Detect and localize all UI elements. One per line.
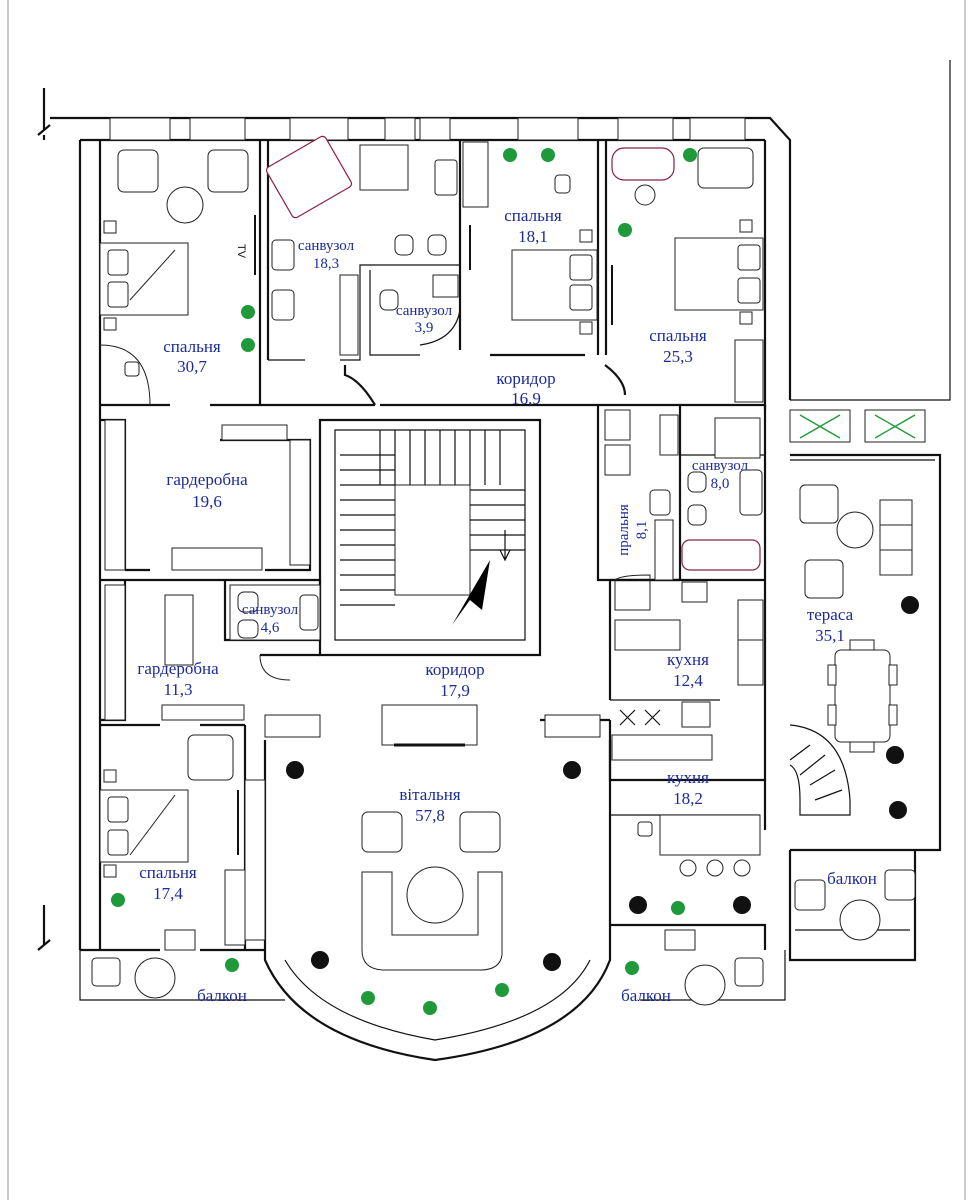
room-name-bathroom-2: санвузол [396,303,453,319]
room-name-wardrobe-2: гардеробна [137,659,219,678]
plant-icon [625,961,639,975]
room-area-kitchen-1: 12,4 [673,671,703,690]
room-area-bathroom-4: 4,6 [261,620,280,636]
terrace-area [788,60,951,962]
balcony-label-left: балкон [197,986,247,1005]
balcony-label-right: балкон [621,986,671,1005]
room-area-bathroom-2: 3,9 [415,320,434,336]
room-name-kitchen-1: кухня [667,650,709,669]
room-area-living-room: 57,8 [415,806,445,825]
plant-icon [241,305,255,319]
plant-dark-icon [311,951,329,969]
plant-icon [683,148,697,162]
plant-icon [361,991,375,1005]
room-area-laundry: 8,1 [634,521,650,540]
room-area-bedroom-3: 25,3 [663,347,693,366]
room-area-wardrobe-1: 19,6 [192,492,222,511]
windows-top [109,117,746,141]
plant-dark-icon [889,801,907,819]
plant-icon [618,223,632,237]
plant-icon [111,893,125,907]
room-area-terrace: 35,1 [815,626,845,645]
room-area-bedroom-2: 18,1 [518,227,548,246]
room-name-bedroom-2: спальня [504,206,562,225]
room-name-bedroom-4: спальня [139,863,197,882]
plant-dark-icon [286,761,304,779]
room-area-kitchen-2: 18,2 [673,789,703,808]
room-area-bathroom-3: 8,0 [711,476,730,492]
room-name-bedroom-1: спальня [163,337,221,356]
plant-icon [225,958,239,972]
room-name-bedroom-3: спальня [649,326,707,345]
room-name-living-room: вітальня [399,785,460,804]
room-name-bathroom-1: санвузол [298,238,355,254]
plant-dark-icon [733,896,751,914]
plants [111,148,919,1015]
room-name-kitchen-2: кухня [667,768,709,787]
balcony-label-terrace: балкон [827,869,877,888]
plant-dark-icon [629,896,647,914]
interior-walls [100,140,767,950]
plant-icon [541,148,555,162]
furniture: TV [91,135,764,1006]
plant-icon [671,901,685,915]
plant-dark-icon [886,746,904,764]
room-name-laundry: пральня [616,504,632,556]
room-area-wardrobe-2: 11,3 [163,680,192,699]
plant-icon [503,148,517,162]
room-name-corridor-2: коридор [425,660,484,679]
room-area-bedroom-1: 30,7 [177,357,207,376]
room-name-bathroom-3: санвузол [692,458,749,474]
plant-dark-icon [563,761,581,779]
room-area-corridor-1: 16,9 [511,389,541,408]
plant-dark-icon [901,596,919,614]
room-name-terrace: тераса [807,605,854,624]
plant-dark-icon [543,953,561,971]
room-area-bathroom-1: 18,3 [313,256,339,272]
plant-icon [495,983,509,997]
plant-icon [423,1001,437,1015]
room-name-wardrobe-1: гардеробна [166,470,248,489]
room-name-bathroom-4: санвузол [242,602,299,618]
room-area-corridor-2: 17,9 [440,681,470,700]
room-labels: спальня 30,7 санвузол 18,3 санвузол 3,9 … [137,206,877,1005]
room-name-corridor-1: коридор [496,369,555,388]
tv-label-1: TV [235,244,247,259]
plant-icon [241,338,255,352]
room-area-bedroom-4: 17,4 [153,884,183,903]
